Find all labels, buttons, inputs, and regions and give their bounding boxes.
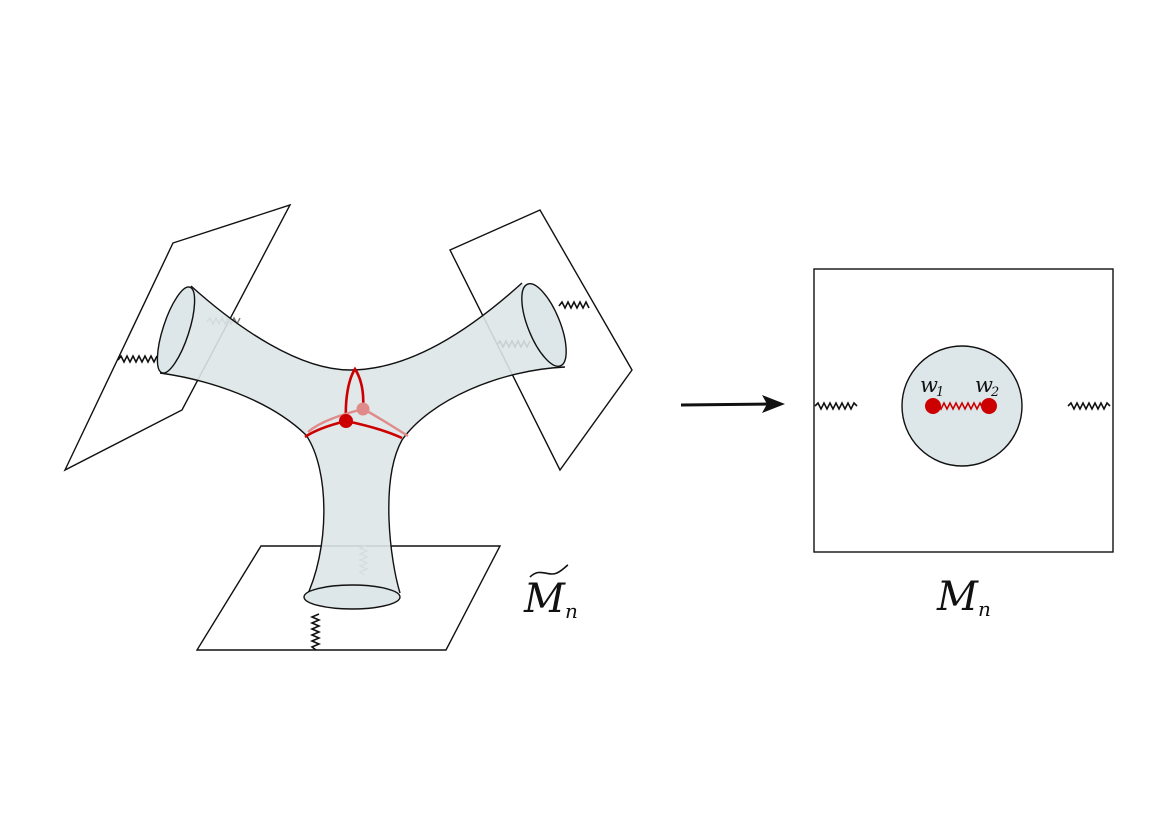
trinion-surface	[160, 283, 565, 600]
right-tube-opening	[521, 283, 567, 367]
base-space-symbol: M	[936, 574, 979, 620]
arrow-shaft	[680, 402, 771, 407]
w2-label: w 2	[975, 373, 999, 400]
covering-space-label: M n	[523, 564, 578, 623]
point-w1	[925, 398, 941, 414]
w2-symbol: w	[975, 373, 993, 397]
tilde-mark	[529, 564, 569, 578]
mapping-arrow	[680, 395, 785, 413]
covering-space-subscript: n	[565, 599, 578, 623]
left-tube-opening	[156, 286, 196, 374]
w1-symbol: w	[920, 373, 938, 397]
base-plane-frame	[813, 268, 1114, 553]
red-branch-cut	[934, 401, 987, 411]
w2-subscript: 2	[990, 385, 999, 400]
base-manifold-diagram: w 1 w 2 M n	[813, 268, 1114, 621]
covering-surface-diagram: M n	[63, 203, 633, 651]
surface-top-edge	[190, 282, 523, 371]
w1-subscript: 1	[936, 385, 944, 400]
arrow-head	[762, 395, 785, 413]
surface-right-edge	[388, 366, 566, 594]
base-space-subscript: n	[978, 597, 991, 621]
covering-space-symbol: M	[523, 576, 566, 622]
right-branch-cut	[1067, 401, 1111, 411]
branch-point-back	[356, 402, 370, 416]
disk-region	[901, 345, 1023, 467]
left-branch-cut	[814, 401, 858, 411]
base-space-label: M n	[936, 574, 991, 621]
left-plane	[63, 203, 292, 472]
bottom-plane	[195, 545, 502, 651]
left-plane-branch-cut	[117, 354, 158, 364]
point-w2	[981, 398, 997, 414]
branch-point-structure	[304, 366, 409, 440]
bottom-plane-branch-cut	[309, 613, 322, 651]
right-plane-branch-cut	[558, 300, 590, 310]
red-loop-top	[344, 366, 365, 422]
right-plane	[449, 209, 633, 472]
w1-label: w 1	[920, 373, 944, 400]
bottom-tube-opening	[303, 584, 401, 610]
branch-point-front	[339, 414, 353, 428]
